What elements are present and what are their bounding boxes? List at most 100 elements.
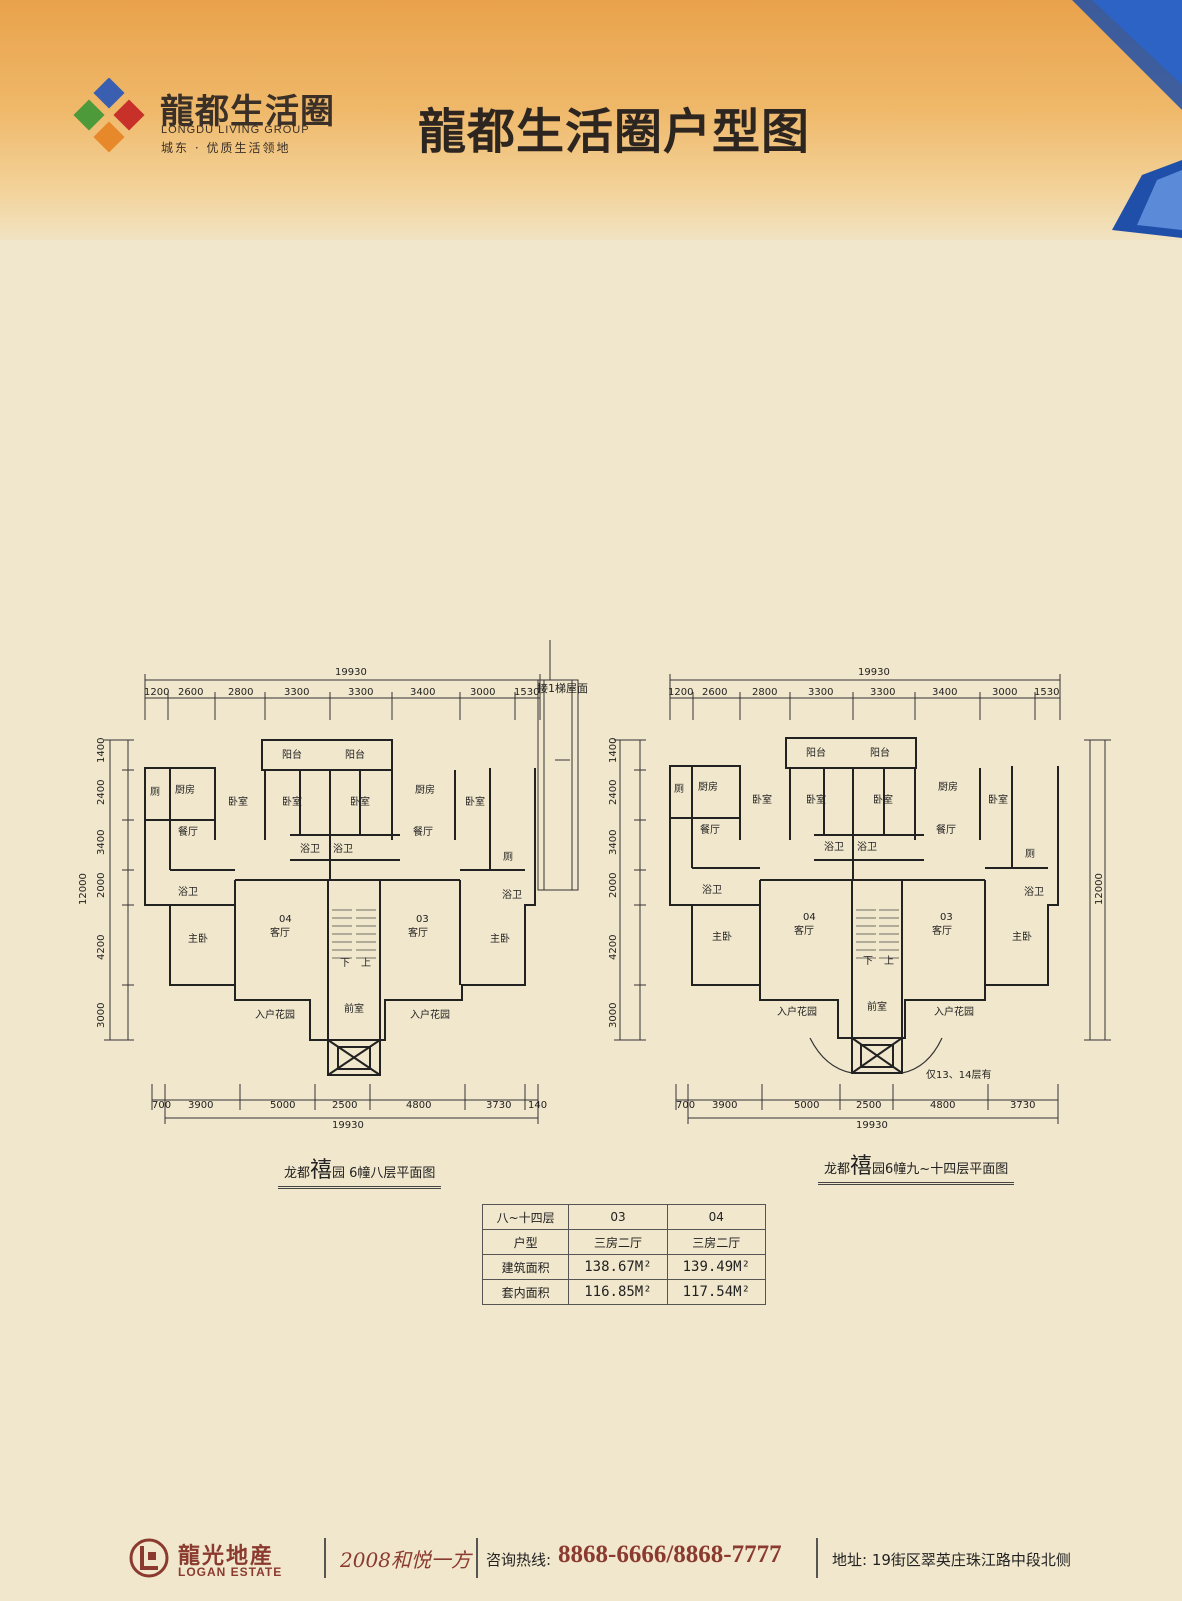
room-dining-1-r: 餐厅 <box>700 823 720 836</box>
room-unit-04: 04 <box>279 914 292 925</box>
row-label-gross-area: 建筑面积 <box>481 1254 570 1280</box>
room-kitchen-2: 厨房 <box>415 783 435 796</box>
dim-top-8-r: 1530 <box>1034 687 1059 698</box>
dim-top-4: 3300 <box>284 687 309 698</box>
floors-annotation: 仅13、14层有 <box>926 1068 991 1081</box>
company-name-cn: 龍光地産 <box>178 1543 275 1569</box>
room-living-2: 客厅 <box>408 926 428 939</box>
area-table: 八~十四层 03 04 户型 三房二厅 三房二厅 建筑面积 138.67M² 1… <box>481 1204 767 1305</box>
caption-right-big: 禧 <box>850 1154 873 1179</box>
floor-plan-right: 19930 1200 2600 2800 3300 3300 3400 3000… <box>600 640 1120 1200</box>
dim-side-1-r: 1400 <box>608 738 619 763</box>
floor-plan-left-drawing: 19930 1200 2600 2800 3300 3300 3400 3000… <box>78 640 588 1131</box>
room-foyer: 前室 <box>344 1002 364 1015</box>
room-wc-1-r: 厕 <box>674 783 684 795</box>
table-row: 套内面积 116.85M² 117.54M² <box>481 1279 767 1305</box>
room-bath-1: 浴卫 <box>300 843 320 855</box>
floor-plan-right-drawing: 19930 1200 2600 2800 3300 3300 3400 3000… <box>608 667 1111 1131</box>
row-label-type: 户型 <box>481 1229 570 1255</box>
dim-bottom-5: 4800 <box>406 1100 431 1111</box>
dim-side-2-r: 2400 <box>608 780 619 805</box>
room-balcony-2: 阳台 <box>345 748 365 761</box>
room-master-2: 主卧 <box>490 932 510 945</box>
room-living-1-r: 客厅 <box>794 924 814 937</box>
room-unit-03-r: 03 <box>940 912 953 923</box>
dim-top-7-r: 3000 <box>992 687 1017 698</box>
dim-top-2: 2600 <box>178 687 203 698</box>
room-bath-1-r: 浴卫 <box>824 841 844 853</box>
room-bedroom-2: 卧室 <box>282 795 302 808</box>
table-header-row: 八~十四层 03 04 <box>481 1204 767 1230</box>
room-kitchen-1-r: 厨房 <box>698 780 718 793</box>
room-living-2-r: 客厅 <box>932 924 952 937</box>
dim-side-6-r: 3000 <box>608 1003 619 1028</box>
caption-right-suffix: 园6幢九~十四层平面图 <box>872 1162 1009 1177</box>
table-row: 户型 三房二厅 三房二厅 <box>481 1229 767 1255</box>
dim-top-3-r: 2800 <box>752 687 777 698</box>
caption-right-prefix: 龙都 <box>824 1162 851 1177</box>
dim-bottom-total-r: 19930 <box>856 1120 888 1131</box>
room-bedroom-4-r: 卧室 <box>988 793 1008 806</box>
room-wc-2: 厕 <box>503 851 513 863</box>
room-garden-1-r: 入户花园 <box>777 1005 817 1018</box>
room-bath-2: 浴卫 <box>333 843 353 855</box>
dim-side-2: 2400 <box>96 780 107 805</box>
dim-bottom-1: 700 <box>152 1100 171 1111</box>
brand-name: 龍都生活圈 <box>160 92 335 132</box>
room-dining-1: 餐厅 <box>178 825 198 838</box>
hotline-label: 咨询热线: <box>486 1551 552 1569</box>
room-unit-03: 03 <box>416 914 429 925</box>
dim-side-total-r: 12000 <box>1094 873 1105 905</box>
caption-left-prefix: 龙都 <box>284 1166 311 1181</box>
brand-slogan: 城东 · 优质生活领地 <box>161 141 291 155</box>
room-master-1-r: 主卧 <box>712 930 732 943</box>
table-header-04: 04 <box>666 1204 767 1230</box>
dim-top-4-r: 3300 <box>808 687 833 698</box>
dim-bottom-total: 19930 <box>332 1120 364 1131</box>
room-kitchen-1: 厨房 <box>175 783 195 796</box>
room-bath-4: 浴卫 <box>502 889 522 901</box>
dim-side-5: 4200 <box>96 935 107 960</box>
footer-divider <box>324 1538 326 1578</box>
table-header-03: 03 <box>568 1204 668 1230</box>
room-bedroom-3: 卧室 <box>350 795 370 808</box>
cell-type-03: 三房二厅 <box>568 1229 668 1255</box>
corner-decoration <box>1072 0 1182 238</box>
dim-bottom-7: 140 <box>528 1100 547 1111</box>
hotline-number: 8868-6666/8868-7777 <box>558 1541 782 1568</box>
room-kitchen-2-r: 厨房 <box>938 780 958 793</box>
dim-side-1: 1400 <box>96 738 107 763</box>
plan-left-caption: 龙都禧园 6幢八层平面图 <box>278 1152 442 1189</box>
dim-top-2-r: 2600 <box>702 687 727 698</box>
dim-top-5: 3300 <box>348 687 373 698</box>
room-garden-2: 入户花园 <box>410 1008 450 1021</box>
plan-right-caption: 龙都禧园6幢九~十四层平面图 <box>818 1148 1015 1185</box>
company-name-en: LOGAN ESTATE <box>178 1565 283 1579</box>
footer-slogan: 2008和悦一方 <box>340 1548 471 1572</box>
dim-top-6: 3400 <box>410 687 435 698</box>
dim-bottom-2: 3900 <box>188 1100 213 1111</box>
room-wc-1: 厕 <box>150 786 160 798</box>
dim-bottom-4-r: 2500 <box>856 1100 881 1111</box>
room-bedroom-4: 卧室 <box>465 795 485 808</box>
cell-type-04: 三房二厅 <box>666 1229 767 1255</box>
room-living-1: 客厅 <box>270 926 290 939</box>
stair-up-r: 上 <box>884 955 894 967</box>
dim-bottom-6-r: 3730 <box>1010 1100 1035 1111</box>
cell-gross-03: 138.67M² <box>568 1254 668 1280</box>
dim-side-total: 12000 <box>78 873 89 905</box>
room-balcony-2-r: 阳台 <box>870 746 890 759</box>
footer-divider <box>476 1538 478 1578</box>
room-bath-4-r: 浴卫 <box>1024 886 1044 898</box>
footer: 龍光地産 LOGAN ESTATE 2008和悦一方 咨询热线: 8868-66… <box>0 1536 1182 1586</box>
room-master-2-r: 主卧 <box>1012 930 1032 943</box>
dim-top-1-r: 1200 <box>668 687 693 698</box>
room-dining-2: 餐厅 <box>413 825 433 838</box>
dim-bottom-3: 5000 <box>270 1100 295 1111</box>
room-wc-2-r: 厕 <box>1025 848 1035 860</box>
dim-bottom-5-r: 4800 <box>930 1100 955 1111</box>
dim-side-5-r: 4200 <box>608 935 619 960</box>
address: 地址: 19街区翠英庄珠江路中段北侧 <box>832 1551 1071 1569</box>
header-banner: 龍都生活圈 LONGDU LIVING GROUP 城东 · 优质生活领地 龍都… <box>0 0 1182 240</box>
room-bedroom-1: 卧室 <box>228 795 248 808</box>
